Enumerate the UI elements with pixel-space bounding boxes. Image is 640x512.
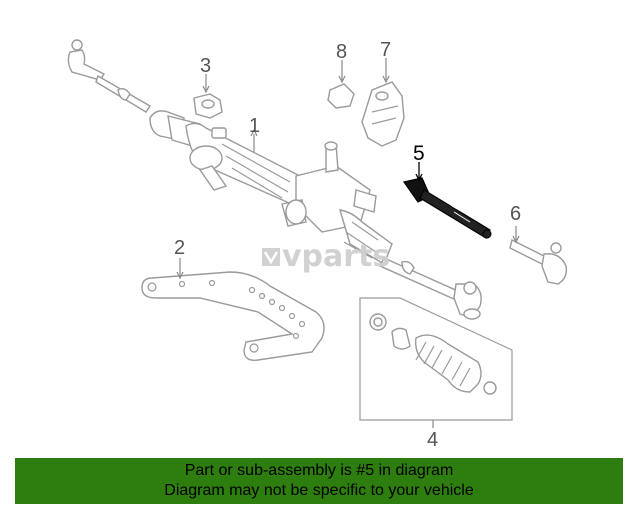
banner-line-1: Part or sub-assembly is #5 in diagram: [184, 462, 454, 479]
info-banner: Part or sub-assembly is #5 in diagram Di…: [15, 458, 623, 504]
callout-3: 3: [200, 55, 211, 77]
callout-2: 2: [174, 237, 185, 259]
inner-tie-rod-highlighted: [402, 177, 492, 239]
callout-1: 1: [249, 115, 260, 137]
callout-6: 6: [510, 203, 521, 225]
mounting-bracket: [141, 271, 325, 361]
callout-8: 8: [336, 41, 347, 63]
steering-coupler: [361, 81, 405, 147]
callout-4: 4: [427, 429, 438, 451]
left-tie-rod: [67, 39, 151, 113]
banner-line-2: Diagram may not be specific to your vehi…: [164, 482, 474, 499]
boot-kit: [359, 297, 513, 421]
bushing: [327, 83, 355, 109]
outer-tie-rod-end: [509, 238, 568, 285]
watermark-logo: vparts: [262, 239, 390, 274]
steering-rack-housing: [149, 110, 393, 266]
leader-lines: [176, 58, 520, 428]
callout-7: 7: [380, 39, 391, 61]
watermark-text: vparts: [282, 239, 390, 274]
rack-mount: [193, 93, 223, 119]
right-tie-rod: [379, 257, 482, 320]
callout-5: 5: [413, 142, 425, 165]
